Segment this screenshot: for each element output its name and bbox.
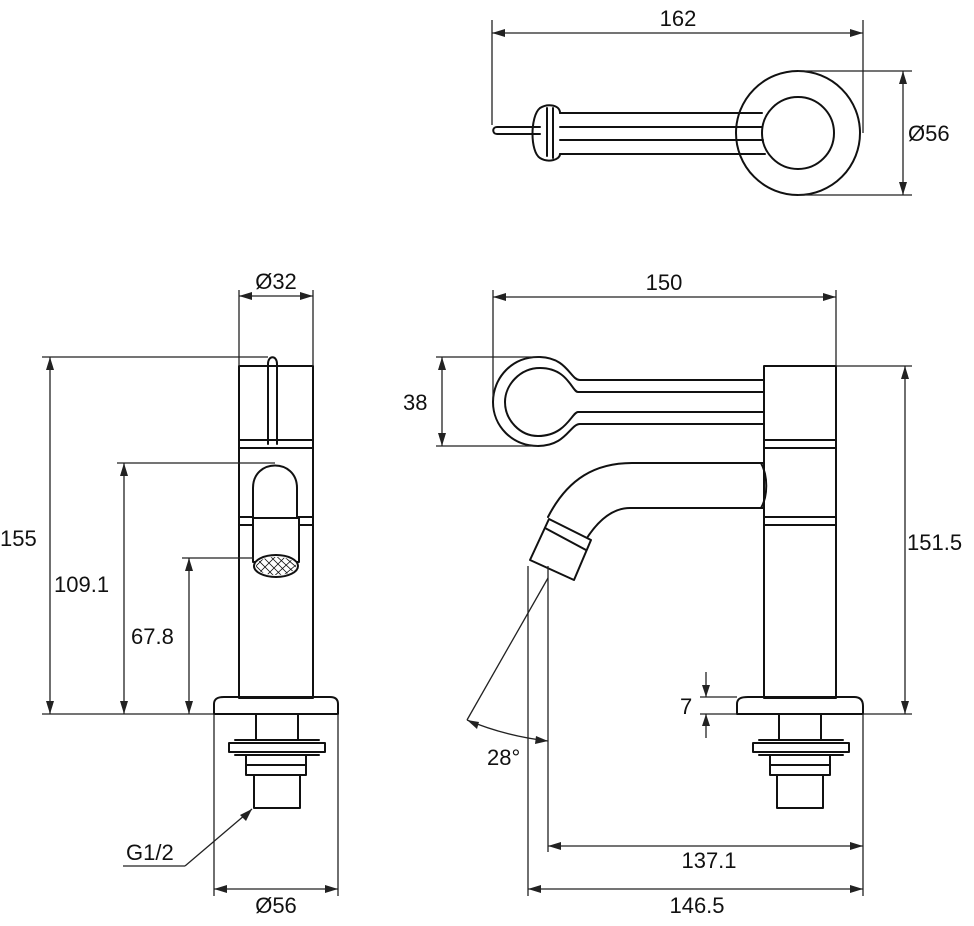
label-109: 109.1 — [54, 572, 109, 597]
label-side56: Ø56 — [255, 893, 297, 918]
side-base — [213, 696, 339, 715]
arrow-109-b — [120, 701, 128, 714]
side-aerator-mesh — [256, 557, 296, 575]
label-38: 38 — [403, 390, 427, 415]
arrow-angle-l — [467, 720, 479, 729]
label-angle: 28° — [487, 745, 520, 770]
arrow-top56-b — [899, 182, 907, 195]
front-view — [492, 355, 864, 809]
label-162: 162 — [660, 6, 697, 31]
front-spout-join — [760, 462, 768, 509]
arrow-137-r — [850, 842, 863, 850]
side-thread-lower — [253, 774, 301, 809]
front-aerator — [529, 518, 592, 581]
side-view — [213, 356, 339, 809]
arrow-7-t — [702, 685, 710, 697]
front-body — [763, 365, 837, 699]
side-lever — [267, 356, 278, 445]
top-lever-tip — [492, 126, 541, 135]
arrow-150-l — [493, 293, 506, 301]
arrow-151-b — [901, 701, 909, 714]
label-155: 155 — [0, 526, 37, 551]
front-aerator-band — [544, 527, 587, 551]
arrow-top56-t — [899, 71, 907, 84]
arrow-162-r — [850, 29, 863, 37]
arrow-g12 — [240, 809, 252, 821]
front-lever-loop — [504, 367, 765, 437]
top-lever-arm — [559, 112, 766, 155]
arrow-38-b — [438, 433, 446, 446]
front-spout — [547, 462, 765, 542]
arrow-32-l — [239, 292, 252, 300]
arrow-151-t — [901, 366, 909, 379]
front-thread-lower — [776, 774, 824, 809]
leader-g12 — [184, 808, 253, 867]
arrow-150-r — [823, 293, 836, 301]
label-g12: G1/2 — [126, 840, 174, 865]
side-shank — [255, 713, 299, 741]
top-lever-cap — [546, 107, 554, 159]
label-146: 146.5 — [669, 893, 724, 918]
arrow-67-t — [185, 558, 193, 571]
arrow-155-t — [46, 357, 54, 370]
arrow-146-l — [528, 885, 541, 893]
front-base — [736, 696, 864, 715]
top-base-outer-circle — [735, 70, 861, 196]
front-shank — [778, 713, 822, 741]
label-7: 7 — [680, 694, 692, 719]
arrow-7-b — [702, 714, 710, 726]
arrow-162-l — [492, 29, 505, 37]
label-137: 137.1 — [681, 848, 736, 873]
arrow-146-r — [850, 885, 863, 893]
label-151: 151.5 — [907, 530, 962, 555]
label-32: Ø32 — [255, 269, 297, 294]
dimension-lines: 162 Ø56 Ø32 155 109.1 67.8 — [0, 6, 962, 918]
arrow-67-b — [185, 701, 193, 714]
top-body-inner-circle — [761, 96, 835, 170]
side-nut — [228, 739, 326, 756]
front-nut — [752, 739, 850, 756]
top-view — [492, 70, 861, 196]
arrow-155-b — [46, 701, 54, 714]
side-spout — [252, 464, 298, 522]
label-top56: Ø56 — [908, 121, 950, 146]
angle-ray — [466, 577, 549, 721]
arrow-137-l — [548, 842, 561, 850]
label-67: 67.8 — [131, 624, 174, 649]
arrow-109-t — [120, 463, 128, 476]
arrow-side56-r — [325, 885, 338, 893]
front-lever-handle — [492, 355, 765, 447]
arrow-38-t — [438, 357, 446, 370]
arrow-side56-l — [214, 885, 227, 893]
arrow-32-r — [300, 292, 313, 300]
arrow-angle-r — [535, 736, 548, 744]
label-150: 150 — [646, 270, 683, 295]
